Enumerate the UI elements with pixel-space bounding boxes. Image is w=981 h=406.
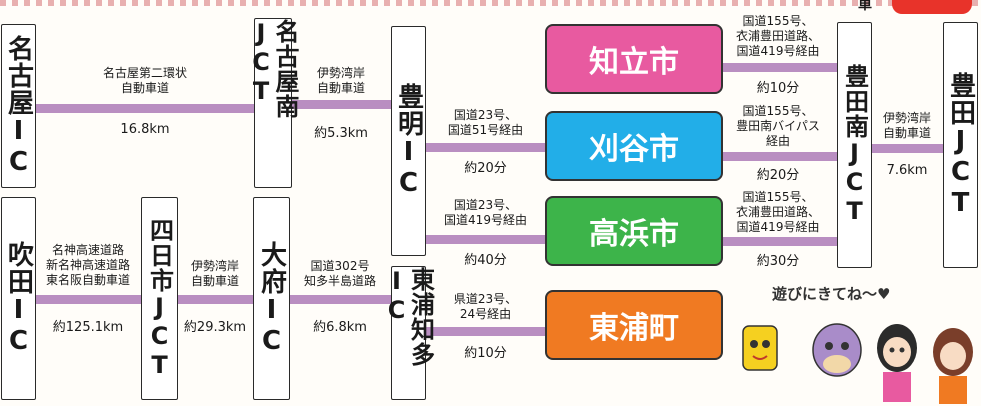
route-label-meishin: 名神高速道路 新名神高速道路 東名阪自動車道 xyxy=(45,243,130,287)
node-nagoya-ic: 名古屋IC xyxy=(1,24,36,188)
car-illustration xyxy=(892,0,972,14)
road-chiryu-toyotaminami xyxy=(718,63,838,72)
route-label-kariya-in: 国道23号、 国道51号経由 xyxy=(447,108,524,137)
route-label-isewangan: 伊勢湾岸 自動車道 xyxy=(882,111,931,140)
mascot-characters xyxy=(742,323,973,404)
road-nagoya-nagoyaminami xyxy=(35,104,255,113)
route-distance: 7.6km xyxy=(886,163,928,178)
route-label-isewangan: 伊勢湾岸 自動車道 xyxy=(316,66,365,95)
route-time: 約30分 xyxy=(756,254,800,269)
node-yokkaichi-jct: 四日市JCT xyxy=(141,197,178,400)
route-distance: 約6.8km xyxy=(313,320,367,335)
city-kariya: 刈谷市 xyxy=(545,111,723,181)
route-label-nagoya-2nd-ring: 名古屋第二環状 自動車道 xyxy=(102,66,187,95)
route-distance: 16.8km xyxy=(120,122,170,137)
node-toyotaminami-jct: 豊田南JCT xyxy=(837,22,872,268)
route-label-chita-hanto: 国道302号 知多半島道路 xyxy=(303,259,376,288)
node-suita-ic: 吹田IC xyxy=(1,197,36,400)
road-nagoyaminami-toyoake xyxy=(291,100,391,109)
road-toyoake-kariya xyxy=(425,143,546,152)
road-toyoake-takahama xyxy=(425,235,546,244)
road-takahama-toyotaminami xyxy=(718,237,838,246)
route-label-takahama-in: 国道23号、 国道419号経由 xyxy=(444,198,527,227)
route-label-takahama-out: 国道155号、 衣浦豊田道路、 国道419号経由 xyxy=(735,190,820,234)
top-decoration xyxy=(0,0,981,6)
route-distance: 約29.3km xyxy=(183,320,247,335)
road-yokkaichi-obu xyxy=(177,295,253,304)
city-takahama: 高浜市 xyxy=(545,196,723,266)
route-label-kariya-out: 国道155号、 豊田南バイパス 経由 xyxy=(736,104,820,148)
road-suita-yokkaichi xyxy=(35,295,141,304)
road-higashiura-higashiuracho xyxy=(425,327,546,336)
node-obu-ic: 大府IC xyxy=(253,197,290,400)
route-distance: 約125.1km xyxy=(52,320,124,335)
route-time: 約40分 xyxy=(464,253,507,268)
route-time: 約20分 xyxy=(464,161,507,176)
city-chiryu: 知立市 xyxy=(545,24,723,94)
node-toyoake-ic: 豊明IC xyxy=(391,26,426,256)
city-higashiura: 東浦町 xyxy=(545,290,723,360)
node-toyota-jct: 豊田JCT xyxy=(943,22,978,268)
corner-text: 車 xyxy=(858,0,872,13)
road-kariya-toyotaminami xyxy=(718,152,838,161)
route-label-higashiura-in: 県道23号、 24号経由 xyxy=(453,292,518,321)
node-nagoya-minami-jct: 名古屋南JCT xyxy=(247,18,299,188)
route-time: 約20分 xyxy=(756,168,800,183)
node-higashiura-chita-ic: 東浦知多IC xyxy=(383,266,435,400)
route-time: 約10分 xyxy=(756,81,800,96)
route-label-isewangan: 伊勢湾岸 自動車道 xyxy=(190,259,239,288)
route-distance: 約5.3km xyxy=(314,126,368,141)
route-label-chiryu-out: 国道155号、 衣浦豊田道路、 国道419号経由 xyxy=(735,14,820,58)
road-obu-higashiura xyxy=(289,295,392,304)
route-time: 約10分 xyxy=(464,346,507,361)
speech-text: 遊びにきてね～♥ xyxy=(772,285,891,303)
road-toyotaminami-toyota xyxy=(871,144,943,153)
